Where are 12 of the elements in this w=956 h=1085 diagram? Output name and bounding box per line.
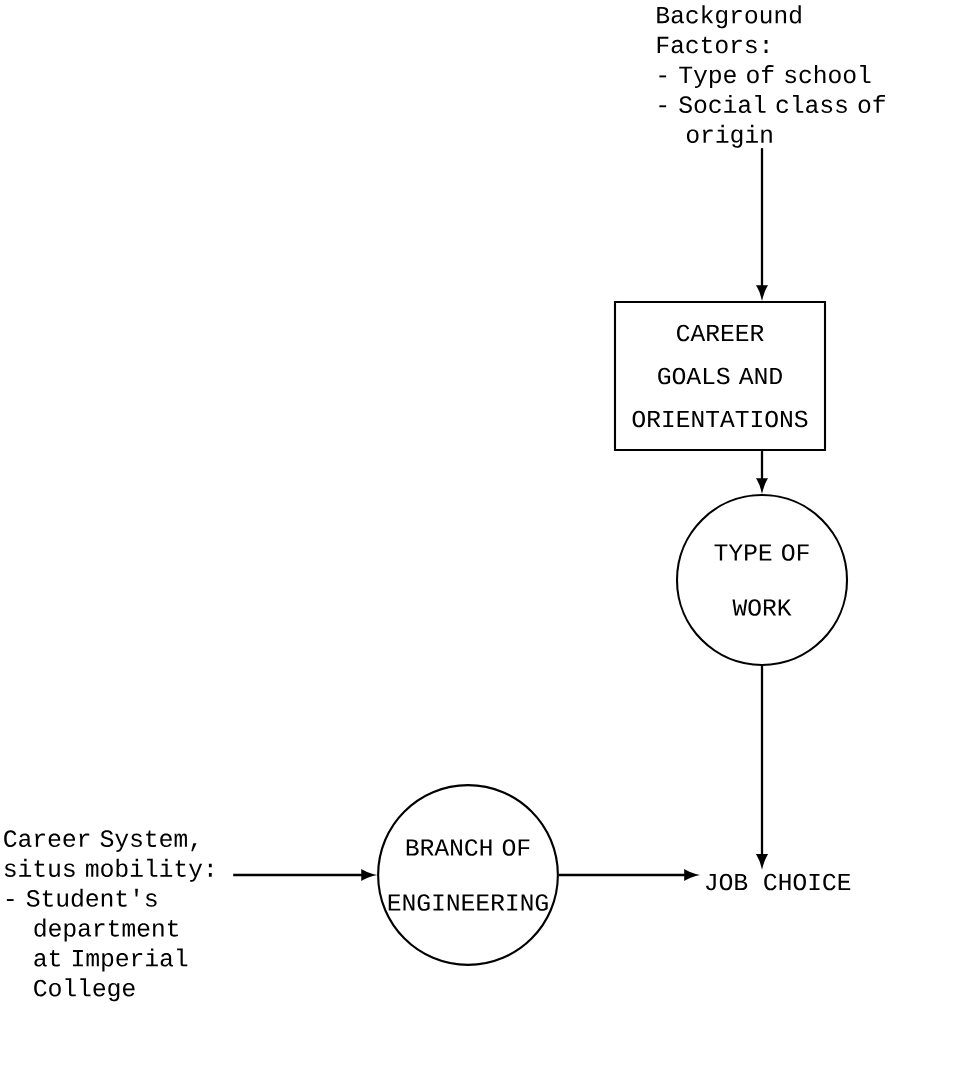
list-item: - Type of school xyxy=(659,65,871,89)
outcome-text: JOB CHOICE xyxy=(706,873,851,891)
arrow xyxy=(233,869,374,881)
list-item: - Student's department at Imperial College xyxy=(6,888,188,1002)
note-heading: Career System, situs mobility: xyxy=(4,830,212,882)
note-heading: Background Factors: xyxy=(657,5,801,54)
list-item: - Social class of origin xyxy=(659,94,886,148)
arrow xyxy=(756,148,768,298)
arrow xyxy=(756,666,768,867)
arrow xyxy=(558,869,697,881)
process-box: CAREER GOALS AND ORIENTATIONS xyxy=(613,300,827,452)
arrow xyxy=(756,451,768,491)
